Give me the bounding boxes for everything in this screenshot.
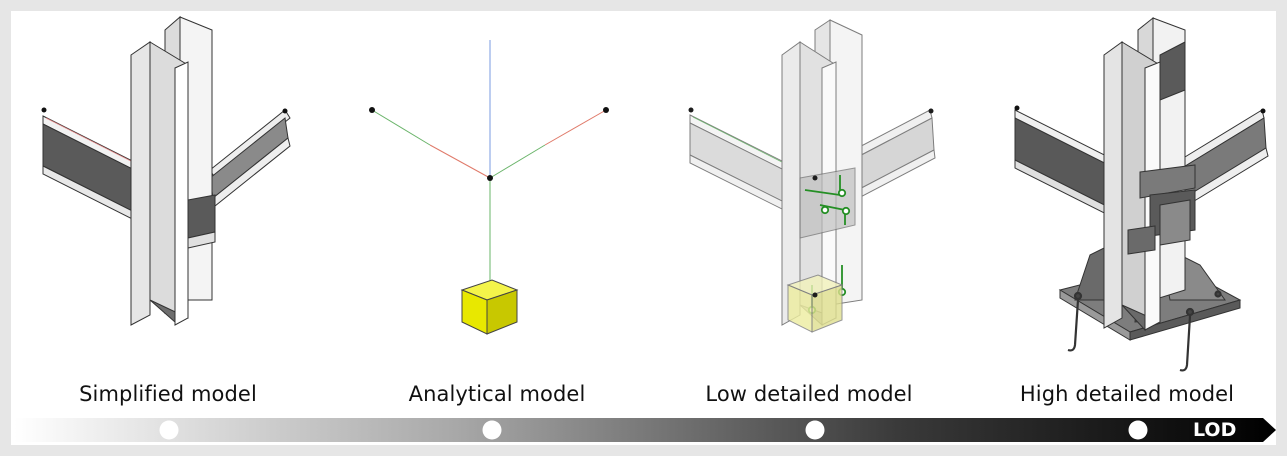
column-front-flange: [130, 41, 151, 326]
caption-high-detailed-model: High detailed model: [1019, 382, 1235, 406]
lod-gradient-bar: [14, 418, 1276, 442]
figure-panel: [11, 11, 1276, 445]
analytical-left-beam-line: [371, 109, 431, 146]
lod-axis-label: LOD: [1193, 419, 1237, 441]
caption-simplified-model: Simplified model: [79, 382, 257, 406]
caption-low-detailed-model: Low detailed model: [705, 382, 913, 406]
low-detail-base-box: [786, 274, 844, 333]
lod-marker-simplified: [159, 420, 179, 440]
analytical-right-beam-line: [544, 109, 607, 146]
analytical-node-right: [603, 107, 609, 113]
high-detail-connection-plates: [1127, 164, 1196, 255]
lod-axis: [14, 418, 1276, 442]
low-detailed-model-drawing: [688, 19, 936, 333]
caption-analytical-model: Analytical model: [408, 382, 586, 406]
simplified-model-drawing: [41, 15, 291, 326]
lod-marker-low: [805, 420, 825, 440]
analytical-node-center: [487, 175, 493, 181]
analytical-node-left: [369, 107, 375, 113]
high-detailed-model-drawing: [1014, 16, 1269, 372]
analytical-model-drawing: [369, 40, 609, 335]
lod-marker-high: [1128, 420, 1148, 440]
analytical-support-cube: [460, 279, 519, 335]
lod-marker-analytical: [482, 420, 502, 440]
